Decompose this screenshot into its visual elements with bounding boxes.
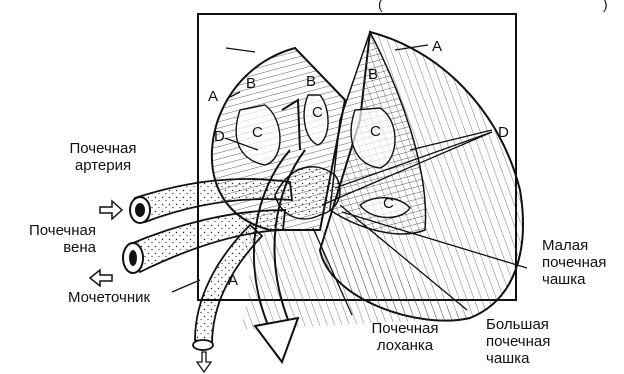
letter-a-bottom: A [228,272,238,289]
letter-d-left: D [214,128,225,145]
vein-outflow-arrow [90,270,112,286]
minor-calyx-label: Малая почечная чашка [542,237,606,288]
letter-c-2: C [312,104,323,121]
major-calyx-label: Большая почечная чашка [486,316,550,367]
letter-d-right: D [498,124,509,141]
ureter-label: Мочеточник [68,289,150,306]
renal-vein-label: Почечная вена [4,222,96,256]
letter-b-1: B [246,75,256,92]
header-fragment: ( [378,0,383,13]
renal-pelvis-label: Почечная лоханка [360,320,450,354]
renal-artery-label: Почечная артерия [58,140,148,174]
artery-inflow-arrow [100,201,122,219]
letter-c-3: C [370,123,381,140]
letter-c-4: C [383,195,394,212]
letter-c-1: C [252,124,263,141]
letter-b-2: B [306,73,316,90]
header-fragment-end: ) [603,0,608,13]
ureter-outflow-arrow [197,352,211,372]
letter-b-3: B [368,66,378,83]
letter-a-top: A [432,38,442,55]
ureter-opening [193,340,213,350]
letter-a-left: A [208,88,218,105]
